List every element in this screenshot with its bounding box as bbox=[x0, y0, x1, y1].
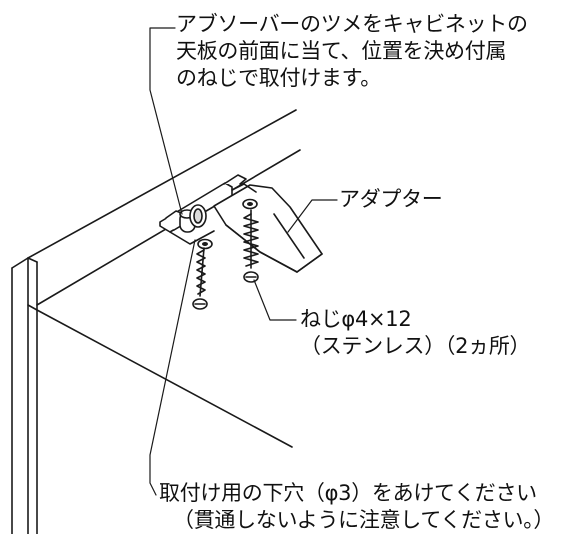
cabinet-top-board bbox=[27, 109, 301, 448]
screw-left bbox=[192, 247, 208, 310]
screw-spec: ねじφ4×12 bbox=[300, 307, 412, 331]
cabinet-side-panel bbox=[11, 257, 38, 534]
screw-material-count: （ステンレス）（2ヵ所） bbox=[300, 334, 531, 358]
pilot-hole-caution: （貫通しないように注意してください。） bbox=[173, 508, 555, 532]
absorber-bracket bbox=[159, 174, 247, 245]
absorber-instruction-line-2: 天板の前面に当て、位置を決め付属 bbox=[176, 39, 507, 63]
leader-absorber bbox=[149, 27, 183, 215]
absorber-instruction-label: アブソーバーのツメをキャビネットの 天板の前面に当て、位置を決め付属 のねじで取… bbox=[176, 11, 528, 92]
leader-adapter bbox=[287, 199, 338, 233]
screw-right bbox=[243, 209, 259, 283]
leader-screw bbox=[253, 279, 297, 321]
adapter bbox=[197, 183, 323, 273]
adapter-label: アダプター bbox=[339, 187, 443, 211]
absorber-instruction-line-1: アブソーバーのツメをキャビネットの bbox=[176, 12, 528, 36]
absorber-instruction-line-3: のねじで取付けます。 bbox=[176, 66, 381, 90]
leader-pilot-hole bbox=[149, 239, 196, 496]
pilot-hole-label: 取付け用の下穴（φ3）をあけてください （貫通しないように注意してください。） bbox=[159, 480, 554, 534]
leader-lines bbox=[149, 27, 338, 496]
screw-label: ねじφ4×12 （ステンレス）（2ヵ所） bbox=[300, 306, 531, 360]
pilot-hole-instruction: 取付け用の下穴（φ3）をあけてください bbox=[159, 481, 537, 505]
